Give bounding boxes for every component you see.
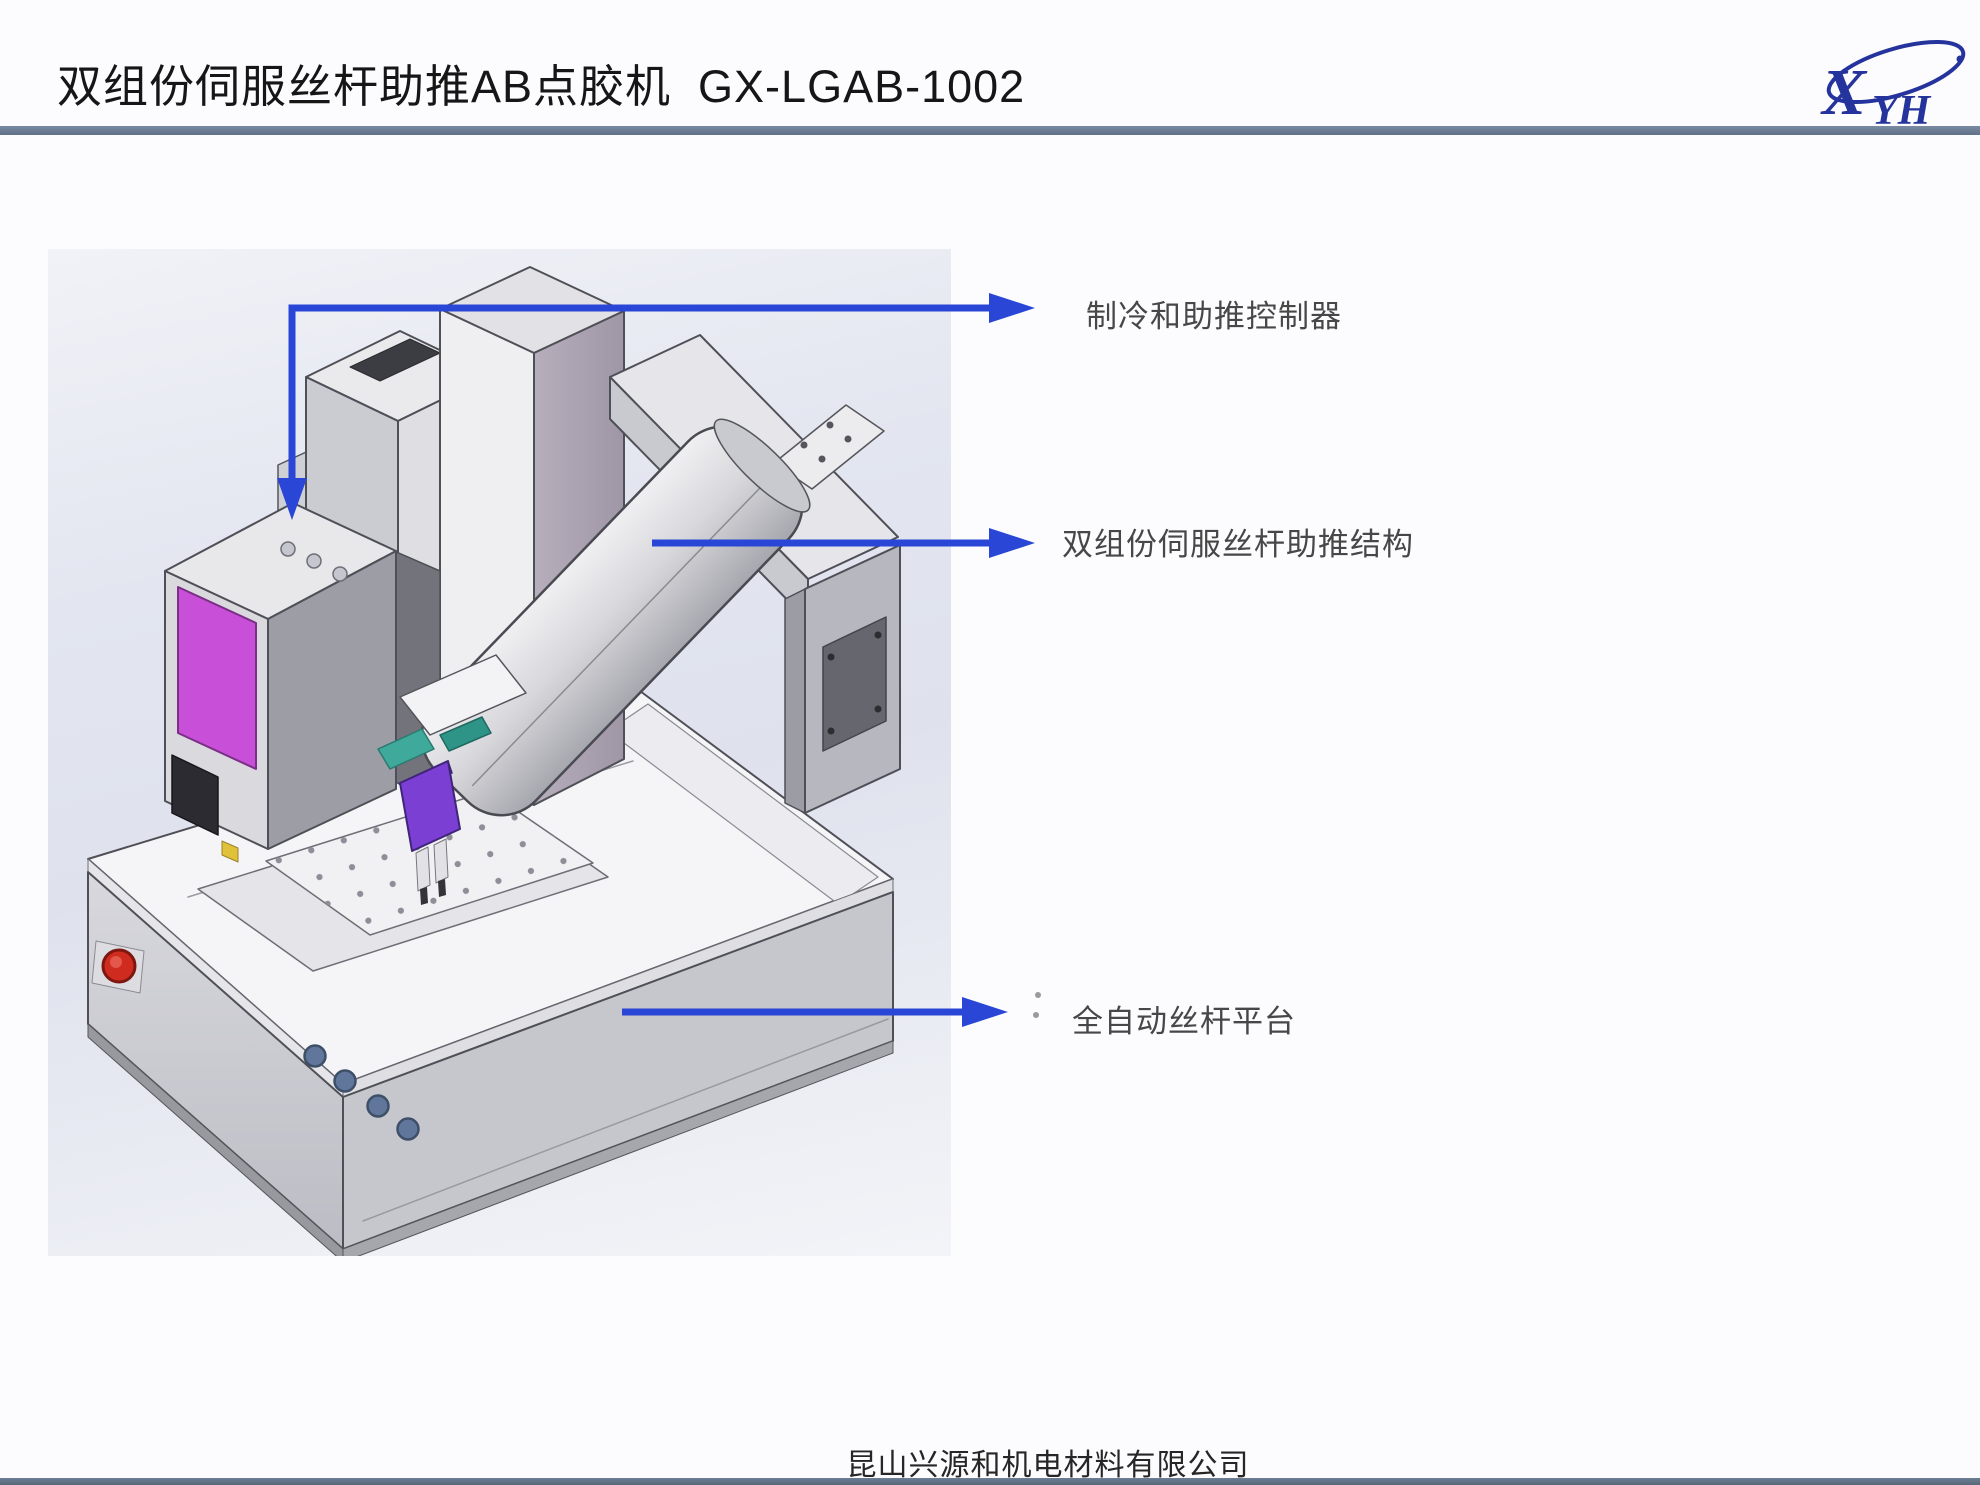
front-control-buttons [303, 1044, 420, 1141]
callout-label-booster: 双组份伺服丝杆助推结构 [1062, 527, 1414, 562]
logo-letter-x: X [1820, 56, 1868, 129]
work-stage-plates [197, 790, 609, 972]
callout-label-controller: 制冷和助推控制器 [1086, 299, 1342, 334]
motor-plate [822, 616, 887, 752]
arrowhead-right [989, 528, 1035, 558]
callout-label-platform: 全自动丝杆平台 [1072, 1004, 1296, 1039]
head-teal-plate [377, 728, 435, 770]
logo-orbit-dot [1956, 55, 1964, 63]
company-logo: X YH [1810, 32, 1975, 134]
machine-base-platform [87, 690, 894, 1256]
right-support-column [784, 544, 901, 814]
hmi-screen [177, 586, 257, 770]
nozzle-a [420, 887, 428, 905]
emergency-stop-button [91, 940, 145, 994]
logo-letters-yh: YH [1872, 88, 1932, 134]
vent-panel [171, 754, 219, 836]
stray-mark-dot [1035, 992, 1041, 998]
arrowhead-right [989, 293, 1035, 323]
head-purple-block [399, 760, 461, 852]
stray-mark-dot [1033, 1012, 1039, 1018]
nozzle-b [438, 879, 446, 897]
connector-chip [221, 840, 239, 863]
logo-orbit-ellipse [1826, 39, 1966, 105]
dispensing-head [377, 654, 527, 905]
page-title: 双组份伺服丝杆助推AB点胶机 GX-LGAB-1002 [57, 61, 1026, 112]
footer-bar [0, 1478, 1980, 1485]
arrowhead-right [962, 997, 1008, 1027]
perforated-plate [266, 791, 593, 935]
footer-company-name: 昆山兴源和机电材料有限公司 [846, 1449, 1250, 1482]
header-rule [0, 126, 1980, 135]
machine-image-panel [48, 249, 951, 1256]
logo-orbit-icon: X YH [1820, 39, 1966, 134]
controller-top-buttons [280, 541, 348, 582]
machine-illustration [87, 266, 901, 1256]
